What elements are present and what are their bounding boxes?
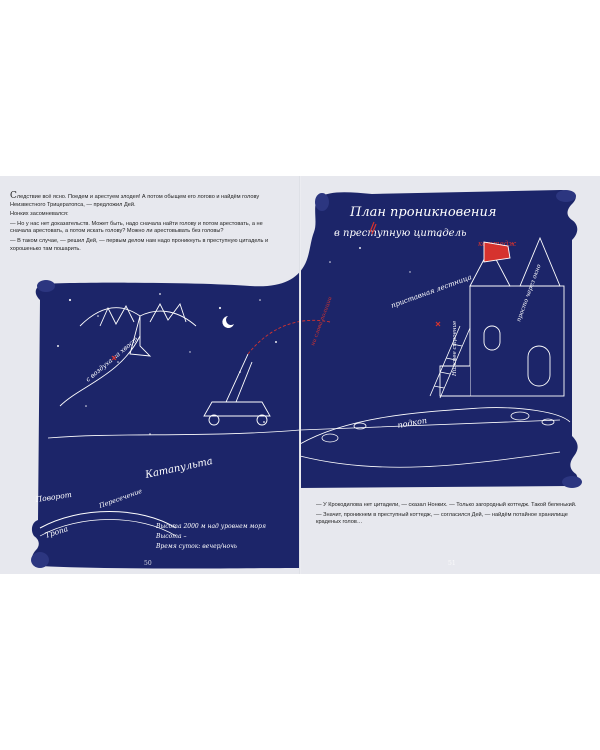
map-title-line1: План проникновения <box>349 205 496 220</box>
paragraph-3: — Но у нас нет доказательств. Может быть… <box>10 220 263 235</box>
bridge-arc <box>39 511 177 529</box>
paragraph-6: — Значит, проникнем в преступный коттедж… <box>316 511 568 526</box>
red-x-2 <box>435 321 441 327</box>
book-gutter <box>299 176 301 574</box>
red-x-1 <box>111 355 117 361</box>
dragon-drawing <box>59 303 197 407</box>
label-time: Время суток: вечер/ночь <box>155 543 237 550</box>
ladder-drawing <box>429 325 471 399</box>
label-drop: Высота – <box>155 533 186 540</box>
moon-icon <box>222 316 234 328</box>
catapult-drawing <box>203 319 331 426</box>
page-number-right: 51 <box>448 560 456 567</box>
scroll-curl-mid <box>315 193 329 211</box>
bridge-arc-inner <box>39 519 177 537</box>
page-number-left: 50 <box>144 560 152 567</box>
ground-line <box>47 419 561 439</box>
tunnel-drawing <box>299 407 571 468</box>
left-page-text: Следствие всё ясно. Поедем и арестуем зл… <box>10 191 270 255</box>
scroll-curl-right-top <box>556 190 576 202</box>
red-marks <box>369 221 377 235</box>
scroll-curl-left-bottom <box>31 552 49 568</box>
map-parchment <box>31 190 578 569</box>
right-page-text: — У Крокодилова нет цитадели, — сказал Н… <box>316 502 578 529</box>
paragraph-4: — В таком случае, — решил Дей, — первым … <box>10 237 269 252</box>
map-title-line2: в преступную цитадель <box>334 228 466 239</box>
label-wall: Нижнее строение <box>452 320 458 377</box>
book-spread: План проникновения в преступную цитадель… <box>0 176 600 574</box>
castle-drawing <box>439 236 565 397</box>
scroll-curl-right-bottom <box>562 476 582 488</box>
infiltration-map: План проникновения в преступную цитадель… <box>31 190 582 569</box>
paragraph-2: Нонких засомневался: <box>10 211 69 218</box>
paragraph-1: Следствие всё ясно. Поедем и арестуем зл… <box>10 191 260 208</box>
scroll-curl-left-top <box>37 280 55 292</box>
paragraph-5: — У Крокодилова нет цитадели, — сказал Н… <box>316 502 577 508</box>
dropcap: С <box>10 191 17 201</box>
label-height: Высота 2000 м над уровнем моря <box>155 523 266 530</box>
